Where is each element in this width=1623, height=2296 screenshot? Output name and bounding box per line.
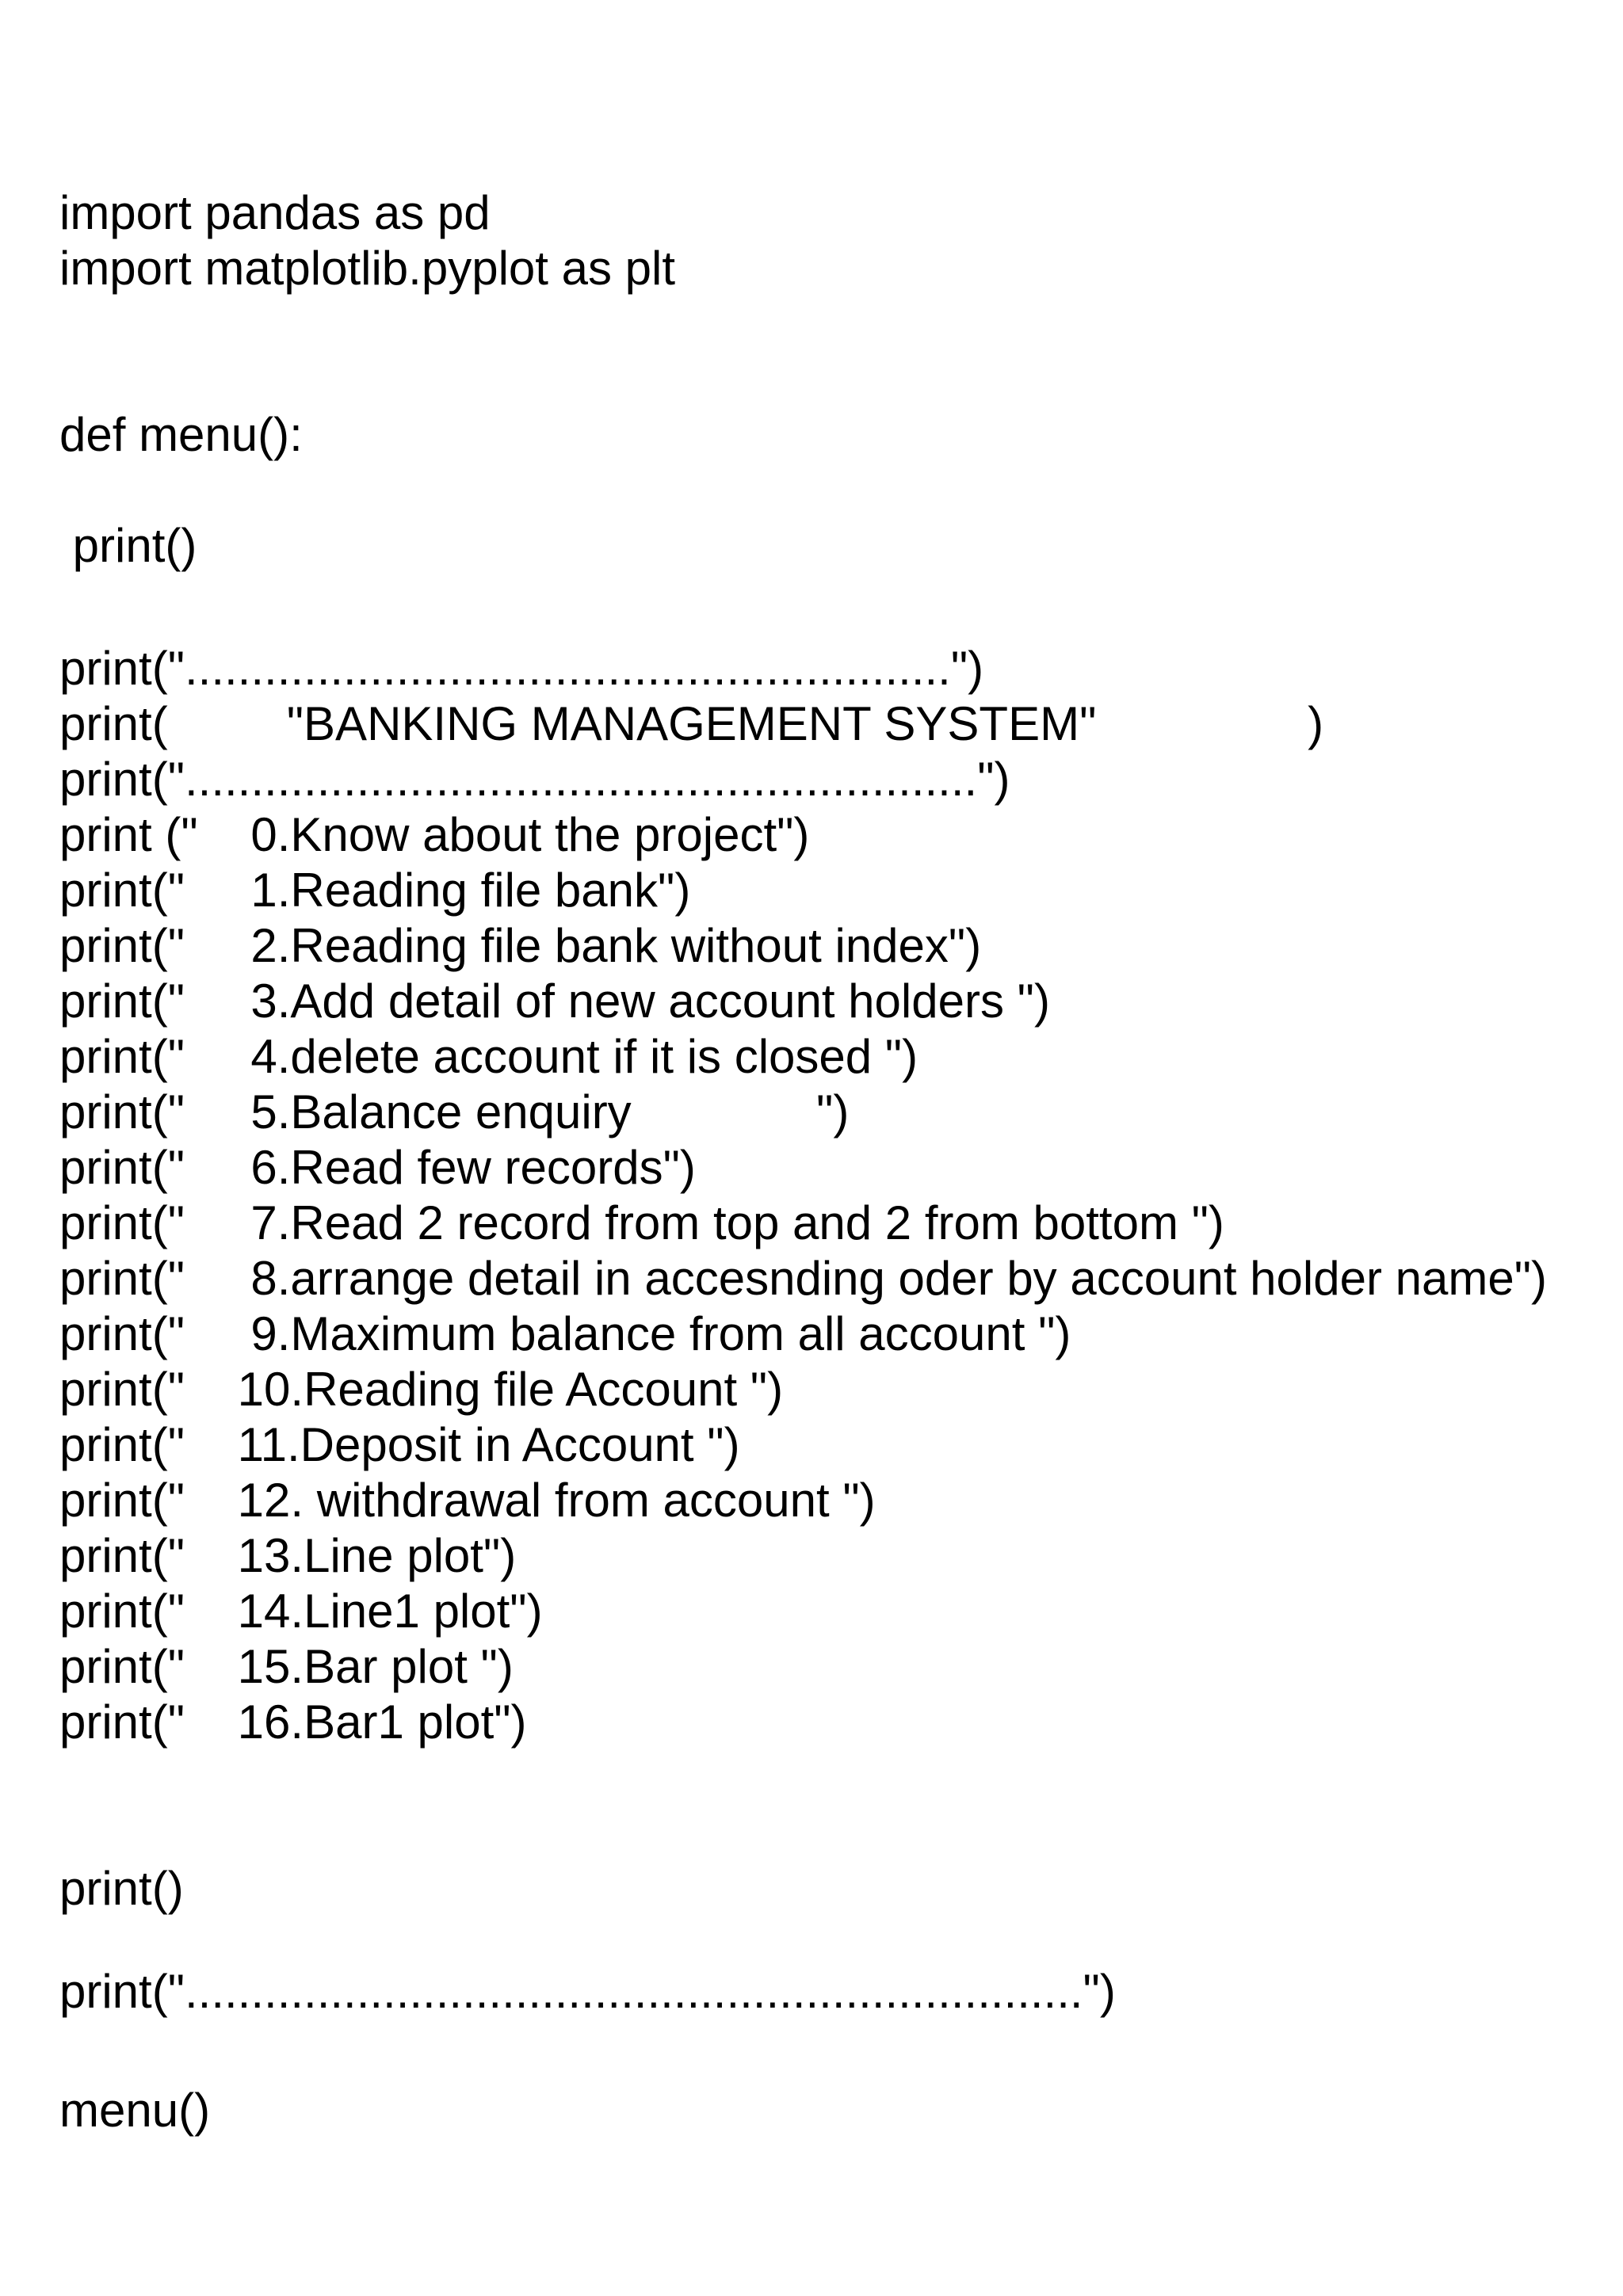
code-line-menu-item-2: print(" 2.Reading file bank without inde… <box>59 919 982 972</box>
code-line-menu-call: menu() <box>59 2084 211 2137</box>
code-line-menu-item-1: print(" 1.Reading file bank") <box>59 864 691 917</box>
code-line-menu-item-15: print(" 15.Bar plot ") <box>59 1640 514 1693</box>
code-line-dots-under-title: print(".................................… <box>59 753 1010 806</box>
code-line-menu-item-14: print(" 14.Line1 plot") <box>59 1585 543 1638</box>
code-line-import-pandas: import pandas as pd <box>59 186 491 239</box>
code-line-dots-bottom: print(".................................… <box>59 1965 1116 2018</box>
code-line-menu-item-3: print(" 3.Add detail of new account hold… <box>59 974 1050 1028</box>
code-line-menu-item-16: print(" 16.Bar1 plot") <box>59 1695 527 1749</box>
code-line-print-empty-top: print() <box>59 519 197 572</box>
code-line-menu-item-10: print(" 10.Reading file Account ") <box>59 1363 784 1416</box>
code-line-menu-item-0: print (" 0.Know about the project") <box>59 808 810 861</box>
code-line-menu-item-8: print(" 8.arrange detail in accesnding o… <box>59 1252 1547 1305</box>
code-line-menu-item-6: print(" 6.Read few records") <box>59 1141 696 1194</box>
code-line-import-matplotlib: import matplotlib.pyplot as plt <box>59 242 676 295</box>
code-line-menu-item-4: print(" 4.delete account if it is closed… <box>59 1030 918 1083</box>
code-line-menu-item-5: print(" 5.Balance enquiry ") <box>59 1085 850 1138</box>
code-line-menu-item-11: print(" 11.Deposit in Account ") <box>59 1418 740 1471</box>
code-line-print-empty-bottom: print() <box>59 1862 184 1915</box>
code-line-menu-item-7: print(" 7.Read 2 record from top and 2 f… <box>59 1196 1224 1249</box>
code-line-banner-title: print( "BANKING MANAGEMENT SYSTEM" ) <box>59 697 1324 750</box>
code-line-menu-item-13: print(" 13.Line plot") <box>59 1529 517 1582</box>
code-line-menu-item-12: print(" 12. withdrawal from account ") <box>59 1474 876 1527</box>
code-listing: import pandas as pd import matplotlib.py… <box>59 185 1623 2138</box>
code-line-dots-top: print(".................................… <box>59 642 984 695</box>
code-line-def-menu: def menu(): <box>59 408 303 461</box>
code-line-menu-item-9: print(" 9.Maximum balance from all accou… <box>59 1307 1071 1360</box>
